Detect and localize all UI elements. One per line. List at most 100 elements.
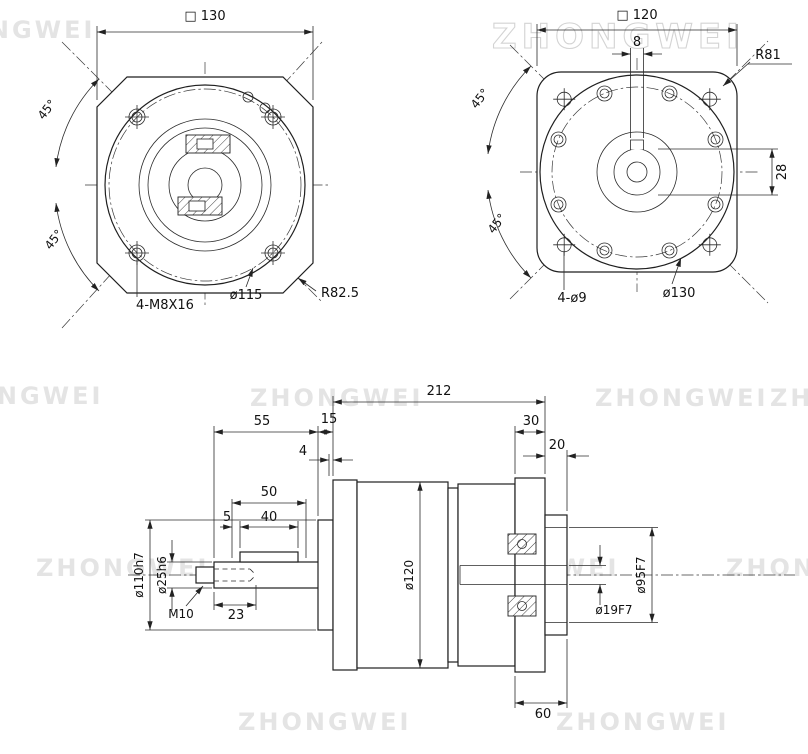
flange-outline — [536, 71, 738, 273]
key-offset-label: 5 — [223, 510, 231, 525]
label-bolt-circle: ø115 — [230, 267, 263, 303]
flange-width-label: 30 — [523, 414, 540, 429]
dim-shaft-bore: 28 — [658, 148, 790, 196]
flange-circle — [539, 74, 735, 270]
dowel-hole — [259, 102, 271, 114]
gear-housing — [356, 481, 449, 669]
side-section-view: 212 55 15 30 20 4 — [128, 384, 795, 722]
dim-pilot-bore: ø95F7 — [569, 527, 658, 623]
shaft-bore-label: 28 — [775, 164, 790, 181]
label-through-holes: 4-ø9 — [557, 252, 587, 306]
key-total-label: 50 — [261, 485, 278, 500]
input-flange — [514, 477, 546, 673]
label-corner-radius: R81 — [722, 48, 792, 87]
ring-width-label: 20 — [549, 438, 566, 453]
dim-angle-upper: 45° — [468, 65, 532, 155]
body-circle — [104, 84, 306, 286]
dim-input-bore: ø19F7 — [569, 545, 633, 617]
watermark: ZHONGWEI — [250, 384, 423, 412]
output-flange-front-view: □ 120 8 R81 28 45° 45° — [468, 8, 792, 306]
bolt-circle — [551, 86, 723, 258]
bearing-ring-inner — [147, 127, 263, 243]
dowel-hole — [242, 91, 254, 103]
thread-length-label: 23 — [228, 608, 245, 623]
through-hole — [698, 233, 721, 256]
label-tapped-holes: 4-M8X16 — [136, 261, 194, 313]
through-hole — [698, 88, 721, 111]
watermark: ZHONGWEI — [492, 17, 744, 57]
dim-thread-length: 23 — [213, 585, 257, 623]
dim-angle-upper-label: 45° — [468, 86, 492, 111]
dim-square-120: □ 120 — [536, 8, 738, 66]
through-hole — [553, 88, 576, 111]
watermark: ZHONGWEI — [595, 384, 768, 412]
watermark: ZHONGWEI — [0, 382, 103, 410]
pilot-ring — [544, 514, 568, 636]
key-length-label: 40 — [261, 510, 278, 525]
bolt-circle-label: ø115 — [230, 288, 263, 303]
watermark: ZHONGWEI — [726, 554, 808, 582]
watermark: ZHONGWEI — [0, 16, 95, 44]
dim-pilot-dia: ø110h7 — [132, 519, 316, 631]
pilot-depth-label: 15 — [321, 412, 338, 427]
corner-radius-label: R81 — [755, 48, 781, 63]
through-holes-label: 4-ø9 — [557, 291, 586, 306]
dim-key-length: 40 — [240, 510, 298, 530]
output-shaft — [213, 561, 334, 589]
pilot-boss — [317, 519, 334, 631]
input-bore-label: ø19F7 — [595, 603, 632, 617]
tapped-hole — [261, 241, 285, 265]
tapped-hole — [261, 105, 285, 129]
dim-front-step: 4 — [299, 444, 353, 476]
overall-length-label: 212 — [427, 384, 452, 399]
pilot-dia-label: ø110h7 — [132, 552, 146, 598]
shaft-key — [239, 551, 299, 563]
bottom-width-label: 60 — [535, 707, 552, 722]
dim-shaft-extension: 55 — [213, 414, 319, 558]
flange-dia-label: ø130 — [663, 286, 696, 301]
hidden-thread — [214, 568, 257, 582]
dim-bottom-width: 60 — [514, 639, 568, 722]
housing-groove — [447, 487, 459, 663]
dim-angle-lower: 45° — [42, 202, 100, 292]
clamp-screw-section — [507, 533, 537, 617]
dim-square-130-label: □ 130 — [184, 9, 225, 24]
tapped-hole — [125, 105, 149, 129]
clamp-hub-section — [177, 134, 231, 216]
watermark: ZHONGWEI — [238, 708, 411, 736]
input-bore-lines — [459, 527, 567, 623]
bolt-circle — [108, 88, 302, 282]
dim-angle-upper: 45° — [35, 78, 100, 168]
front-plate — [332, 479, 358, 671]
tapped-holes-label: 4-M8X16 — [136, 298, 194, 313]
shaft-dia-label: ø25h6 — [155, 556, 169, 594]
watermark: ZHONGWEI — [36, 554, 209, 582]
label-flange-dia: ø130 — [663, 257, 696, 301]
dim-angle-lower-label: 45° — [485, 211, 509, 236]
dim-angle-lower: 45° — [485, 189, 532, 279]
dim-angle-upper-label: 45° — [35, 97, 59, 122]
label-thread: M10 — [168, 585, 204, 621]
corner-radius-label: R82.5 — [321, 286, 359, 301]
thread-stud — [195, 566, 215, 584]
dim-overall-length: 212 — [332, 384, 546, 476]
flange-outline — [96, 76, 314, 294]
adapter-neck — [457, 483, 516, 667]
dim-square-120-label: □ 120 — [616, 8, 657, 23]
dim-ring-width: 20 — [523, 438, 589, 511]
hub-circle — [596, 131, 678, 213]
thread-label: M10 — [168, 607, 194, 621]
dim-body-dia: ø120 — [402, 482, 423, 668]
shaft-extension-label: 55 — [254, 414, 271, 429]
dim-key-total: 50 — [231, 485, 307, 558]
watermark: ZHONGWEI — [556, 708, 729, 736]
keyway — [629, 139, 645, 150]
front-step-label: 4 — [299, 444, 307, 459]
bearing-ring-outer — [138, 118, 272, 252]
dim-keyway-width: 8 — [612, 35, 662, 138]
dim-flange-width: 30 — [514, 414, 545, 474]
pilot-bore-label: ø95F7 — [634, 556, 648, 593]
keyway-width-label: 8 — [633, 35, 641, 50]
